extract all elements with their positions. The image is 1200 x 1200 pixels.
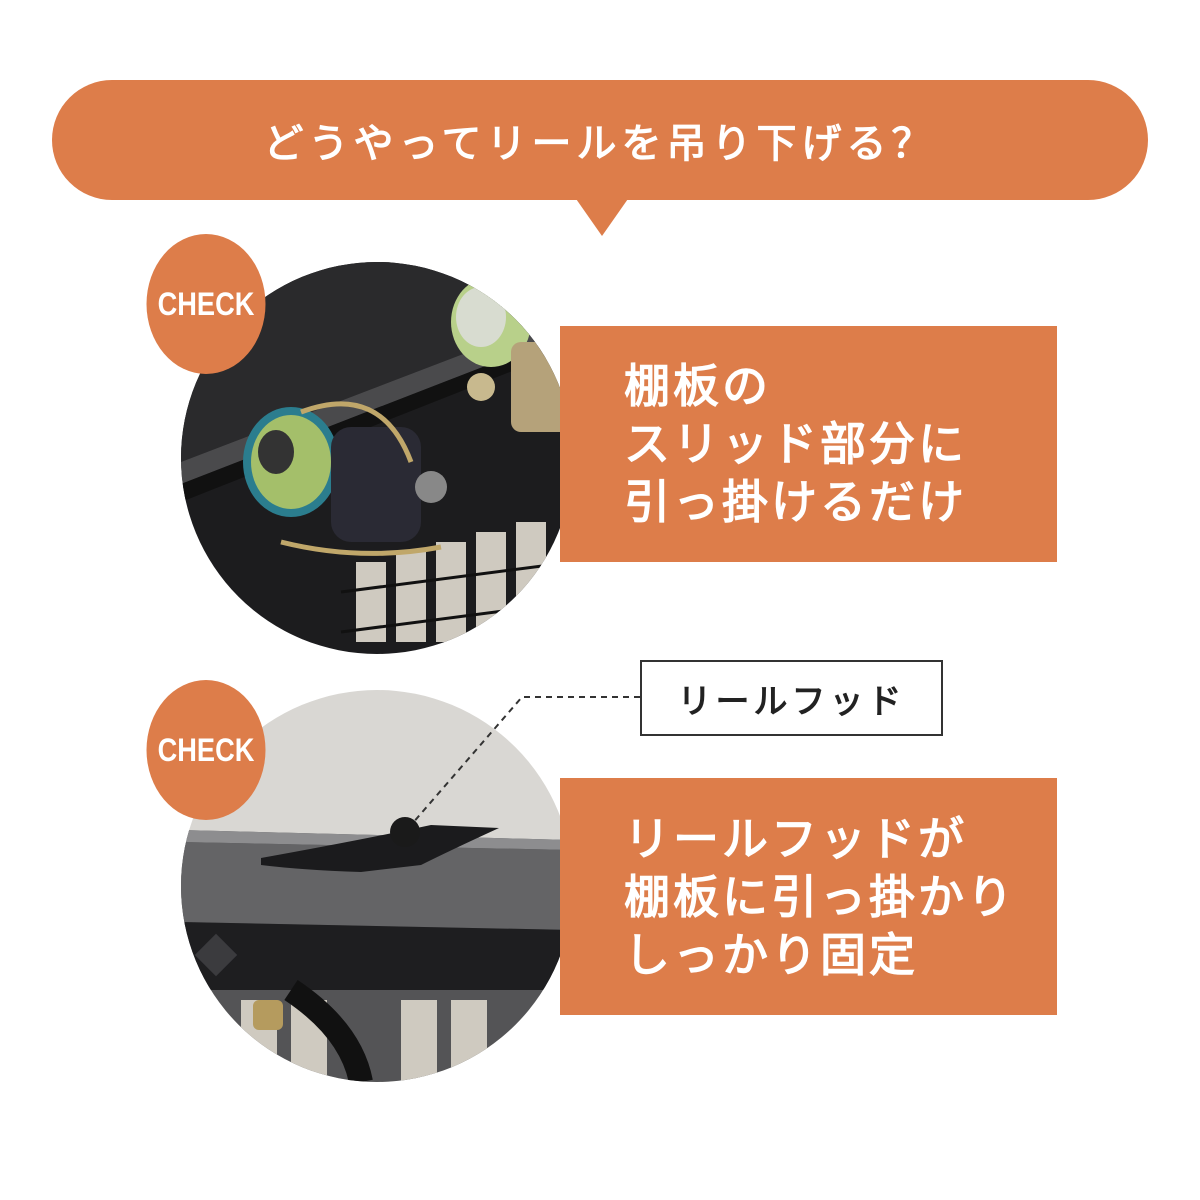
reel-foot-photo bbox=[181, 690, 573, 1082]
speech-bubble-tail bbox=[574, 196, 630, 236]
check-description-box: リールフッドが 棚板に引っ掛かり しっかり固定 bbox=[560, 778, 1057, 1015]
description-line: しっかり固定 bbox=[624, 927, 918, 982]
description-line: スリッド部分に bbox=[624, 417, 967, 471]
description-line: 棚板に引っ掛かり bbox=[624, 869, 1016, 924]
check-badge: CHECK bbox=[146, 234, 266, 374]
check-description-box: 棚板の スリッド部分に 引っ掛けるだけ bbox=[560, 326, 1057, 562]
reel-foot-illustration bbox=[181, 690, 573, 1082]
description-line: 棚板の bbox=[624, 359, 771, 413]
reel-hanging-photo bbox=[181, 262, 573, 654]
reel-foot-label: リールフッド bbox=[640, 660, 943, 736]
description-line: リールフッドが bbox=[624, 811, 967, 866]
description-line: 引っ掛けるだけ bbox=[624, 475, 967, 529]
title-banner: どうやってリールを吊り下げる？ bbox=[52, 80, 1148, 200]
reel-foot-label-text: リールフッド bbox=[677, 681, 906, 722]
check-badge: CHECK bbox=[146, 680, 266, 820]
reel-hanging-illustration bbox=[181, 262, 573, 654]
page-title: どうやってリールを吊り下げる？ bbox=[263, 121, 937, 167]
